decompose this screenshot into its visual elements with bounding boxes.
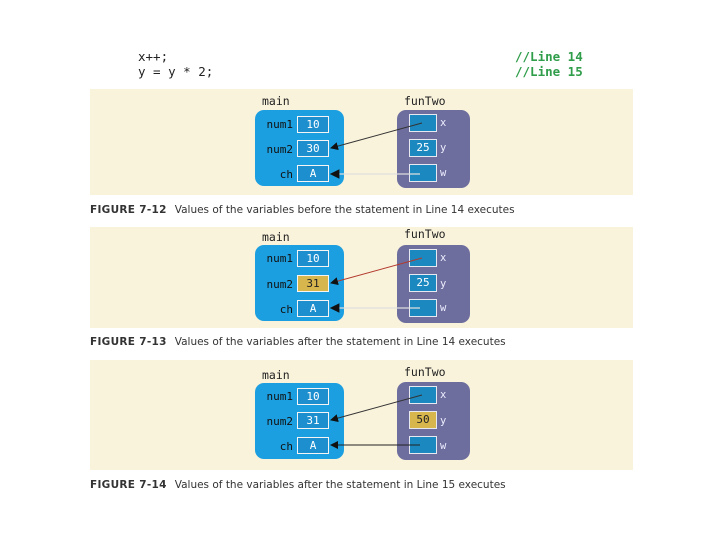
- param-w-label: w: [440, 167, 447, 179]
- figure-number: FIGURE 7-13: [90, 336, 167, 348]
- figure-7-12-caption: FIGURE 7-12 Values of the variables befor…: [90, 204, 515, 216]
- param-x-label: x: [440, 252, 447, 264]
- var-ch-cell: A: [297, 300, 329, 317]
- arrow-x-to-num2: [330, 394, 423, 423]
- main-scope-label: main: [262, 368, 290, 382]
- param-y-label: y: [440, 142, 447, 154]
- param-y-label: y: [440, 278, 447, 290]
- code-line-15: y = y * 2;: [138, 64, 214, 79]
- param-x-label: x: [440, 389, 447, 401]
- var-num2-cell-highlighted: 31: [297, 275, 329, 292]
- main-scope-label: main: [262, 94, 290, 108]
- var-num1-label: num1: [266, 390, 294, 403]
- param-x-label: x: [440, 117, 447, 129]
- var-num2-label: num2: [266, 415, 294, 428]
- main-scope-label: main: [262, 230, 290, 244]
- code-line-14: x++;: [138, 49, 169, 64]
- comment-line-15: //Line 15: [515, 64, 583, 79]
- var-num2-label: num2: [266, 278, 294, 291]
- param-w-label: w: [440, 440, 447, 452]
- param-w-label: w: [440, 302, 447, 314]
- var-ch-label: ch: [279, 303, 293, 316]
- param-x-cell: [409, 249, 437, 267]
- figure-7-13-panel: [90, 227, 633, 328]
- param-y-cell: 25: [409, 274, 437, 292]
- arrow-x-to-num2: [330, 257, 423, 286]
- figure-7-14-panel: [90, 360, 633, 470]
- comment-line-14: //Line 14: [515, 49, 583, 64]
- var-num2-cell: 30: [297, 140, 329, 157]
- var-num1-label: num1: [266, 118, 294, 131]
- var-ch-cell: A: [297, 437, 329, 454]
- param-y-cell: 25: [409, 139, 437, 157]
- param-x-cell: [409, 114, 437, 132]
- figure-number: FIGURE 7-12: [90, 204, 167, 216]
- param-x-cell: [409, 386, 437, 404]
- caption-text: Values of the variables after the statem…: [174, 336, 506, 348]
- figure-7-14-caption: FIGURE 7-14 Values of the variables after…: [90, 479, 506, 491]
- funtwo-scope-label: funTwo: [404, 227, 446, 241]
- funtwo-scope-label: funTwo: [404, 94, 446, 108]
- var-ch-cell: A: [297, 165, 329, 182]
- var-num2-cell: 31: [297, 412, 329, 429]
- var-num1-label: num1: [266, 252, 294, 265]
- arrow-x-to-num2: [330, 122, 423, 151]
- var-num2-label: num2: [266, 143, 294, 156]
- figure-7-13-caption: FIGURE 7-13 Values of the variables after…: [90, 336, 506, 348]
- var-ch-label: ch: [279, 168, 293, 181]
- caption-text: Values of the variables after the statem…: [174, 479, 506, 491]
- var-num1-cell: 10: [297, 388, 329, 405]
- param-y-label: y: [440, 415, 447, 427]
- var-ch-label: ch: [279, 440, 293, 453]
- caption-text: Values of the variables before the state…: [174, 204, 515, 216]
- var-num1-cell: 10: [297, 250, 329, 267]
- figure-number: FIGURE 7-14: [90, 479, 167, 491]
- param-w-cell: [409, 164, 437, 182]
- var-num1-cell: 10: [297, 116, 329, 133]
- funtwo-scope-label: funTwo: [404, 365, 446, 379]
- param-y-cell-highlighted: 50: [409, 411, 437, 429]
- figure-7-12-panel: [90, 89, 633, 195]
